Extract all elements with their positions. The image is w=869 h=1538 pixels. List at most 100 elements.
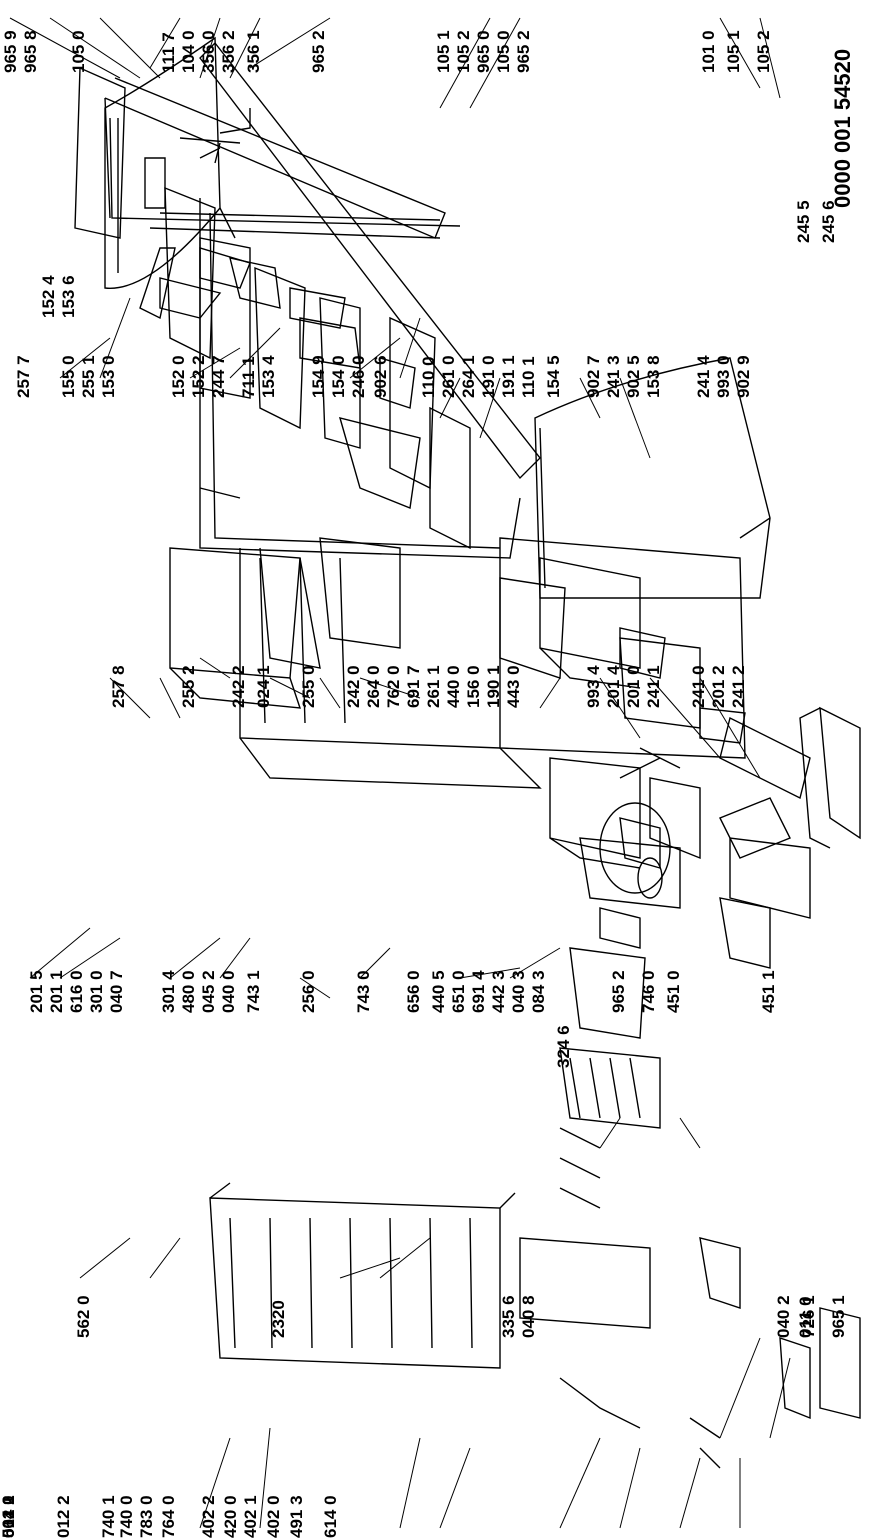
part-label: 245 5 [794, 200, 813, 243]
part-label: 902 6 [371, 355, 390, 398]
part-label: 257 8 [109, 665, 128, 708]
part-label: 746 0 [639, 970, 658, 1013]
part-label: 153 8 [644, 355, 663, 398]
part-label: 256 0 [299, 970, 318, 1013]
part-label: 402 0 [264, 1495, 283, 1538]
part-label: 440 0 [444, 665, 463, 708]
part-label: 101 0 [699, 30, 718, 73]
condenser-drawing [209, 1182, 516, 1369]
part-label: 110 1 [519, 356, 538, 398]
part-label: 993 4 [584, 665, 603, 708]
part-label: 241 1 [644, 665, 663, 708]
part-label: 011 0 [796, 1296, 815, 1338]
top-door-drawing [104, 77, 461, 239]
part-label: 255 2 [179, 665, 198, 708]
part-label: 104 0 [179, 30, 198, 73]
part-label: 244 7 [209, 355, 228, 398]
part-label: 201 2 [709, 665, 728, 708]
part-label: 2320 [269, 1300, 288, 1338]
part-label: 105 0 [69, 30, 88, 73]
part-label: 356 0 [199, 30, 218, 73]
part-label: 965 1 [829, 1295, 848, 1338]
part-label: 614 0 [321, 1495, 340, 1538]
part-label: 691 4 [469, 970, 488, 1013]
part-label: 201 4 [604, 665, 623, 708]
part-label: 356 2 [219, 30, 238, 73]
part-label: 153 4 [259, 355, 278, 398]
part-label: 191 1 [499, 355, 518, 398]
part-label: 402 1 [241, 1495, 260, 1538]
part-label: 691 7 [404, 665, 423, 708]
part-label: 155 0 [59, 355, 78, 398]
part-label: 040 3 [509, 970, 528, 1013]
part-label: 480 0 [179, 970, 198, 1013]
part-label: 335 6 [499, 1295, 518, 1338]
part-label: 743 0 [354, 970, 373, 1013]
part-label: 105 2 [454, 30, 473, 73]
part-label: 154 9 [309, 355, 328, 398]
part-label: 324 6 [554, 1025, 573, 1068]
part-label: 242 2 [229, 665, 248, 708]
part-label: 965 0 [474, 30, 493, 73]
part-label: 762 0 [384, 665, 403, 708]
part-label: 241 4 [694, 355, 713, 398]
part-label: 242 0 [344, 665, 363, 708]
part-label: 656 0 [404, 970, 423, 1013]
part-label: 764 0 [159, 1495, 178, 1538]
part-label: 156 0 [464, 665, 483, 708]
part-label: 004 0 [0, 1495, 18, 1538]
part-label: 740 1 [99, 1495, 118, 1538]
part-label: 110 0 [419, 356, 438, 398]
part-label: 451 0 [664, 970, 683, 1013]
part-label: 241 0 [689, 665, 708, 708]
part-label: 153 6 [59, 275, 78, 318]
evaporator-drawing [559, 637, 701, 1129]
part-label: 420 0 [221, 1495, 240, 1538]
part-label: 241 2 [729, 665, 748, 708]
part-label: 443 0 [504, 665, 523, 708]
part-label: 190 1 [484, 665, 503, 708]
part-label: 191 0 [479, 355, 498, 398]
part-label: 084 3 [529, 970, 548, 1013]
glass-shelves-drawing [74, 66, 471, 550]
part-label: 111 7 [159, 32, 178, 73]
part-label: 154 5 [544, 355, 563, 398]
part-label: 562 0 [74, 1295, 93, 1338]
part-label: 261 0 [439, 355, 458, 398]
part-label: 402 2 [199, 1495, 218, 1538]
part-label: 442 3 [489, 970, 508, 1013]
part-label: 740 0 [117, 1495, 136, 1538]
part-label: 246 0 [349, 355, 368, 398]
part-label: 040 0 [219, 970, 238, 1013]
part-label: 264 1 [459, 355, 478, 398]
base-drawing [519, 1127, 741, 1469]
part-label: 651 0 [449, 970, 468, 1013]
part-label: 241 3 [604, 355, 623, 398]
part-label: 040 8 [519, 1295, 538, 1338]
part-label: 965 2 [309, 30, 328, 73]
part-label: 154 0 [329, 355, 348, 398]
upper-door-drawing [104, 36, 251, 289]
part-label: 965 9 [1, 30, 20, 73]
part-label: 153 0 [99, 355, 118, 398]
part-label: 965 8 [21, 30, 40, 73]
part-label: 255 1 [79, 355, 98, 398]
part-label: 040 2 [774, 1295, 793, 1338]
part-label: 264 0 [364, 665, 383, 708]
part-label: 152 0 [169, 355, 188, 398]
part-label: 105 0 [494, 30, 513, 73]
part-label: 255 0 [299, 665, 318, 708]
part-label: 993 0 [714, 355, 733, 398]
part-label: 902 9 [734, 355, 753, 398]
part-label: 201 5 [27, 970, 46, 1013]
document-code: 0000 001 54520 [830, 48, 855, 208]
part-label: 440 5 [429, 970, 448, 1013]
part-label: 201 1 [47, 970, 66, 1013]
middle-drawers-drawing [169, 417, 811, 919]
part-label: 261 1 [424, 665, 443, 708]
part-label: 711 1 [239, 356, 258, 398]
part-label: 257 7 [14, 355, 33, 398]
